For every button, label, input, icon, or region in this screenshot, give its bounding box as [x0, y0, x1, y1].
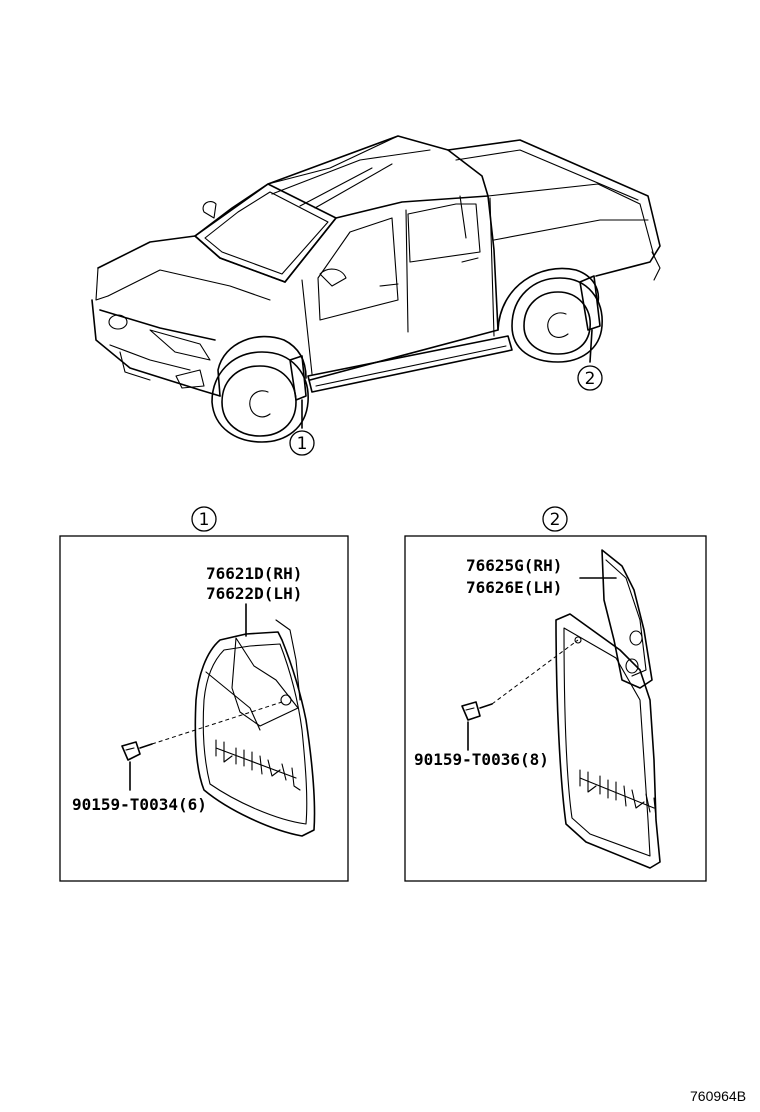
callout-1-panel-header: 1: [191, 506, 217, 532]
svg-text:2: 2: [585, 369, 596, 389]
front-mud-flap: [194, 619, 316, 837]
part-number-front-rh: 76621D(RH): [206, 564, 302, 583]
callout-2-panel-header: 2: [542, 506, 568, 532]
diagram-code: 760964B: [690, 1088, 746, 1104]
svg-text:1: 1: [297, 434, 308, 454]
rear-screw-icon: [461, 639, 579, 751]
pickup-truck-illustration: [91, 135, 661, 443]
part-number-rear-lh: 76626E(LH): [466, 578, 562, 597]
callout-1-truck: 1: [289, 430, 315, 456]
screw-number-rear: 90159-T0036(8): [414, 750, 549, 769]
rear-mudguard-panel: [404, 535, 707, 882]
front-screw-icon: [121, 701, 283, 791]
svg-text:1: 1: [199, 510, 210, 530]
callout-2-truck: 2: [577, 365, 603, 391]
part-number-front-lh: 76622D(LH): [206, 584, 302, 603]
svg-text:2: 2: [550, 510, 561, 530]
rear-mud-flap: [555, 549, 661, 869]
screw-number-front: 90159-T0034(6): [72, 795, 207, 814]
front-mudguard-panel: [59, 535, 349, 882]
part-number-rear-rh: 76625G(RH): [466, 556, 562, 575]
